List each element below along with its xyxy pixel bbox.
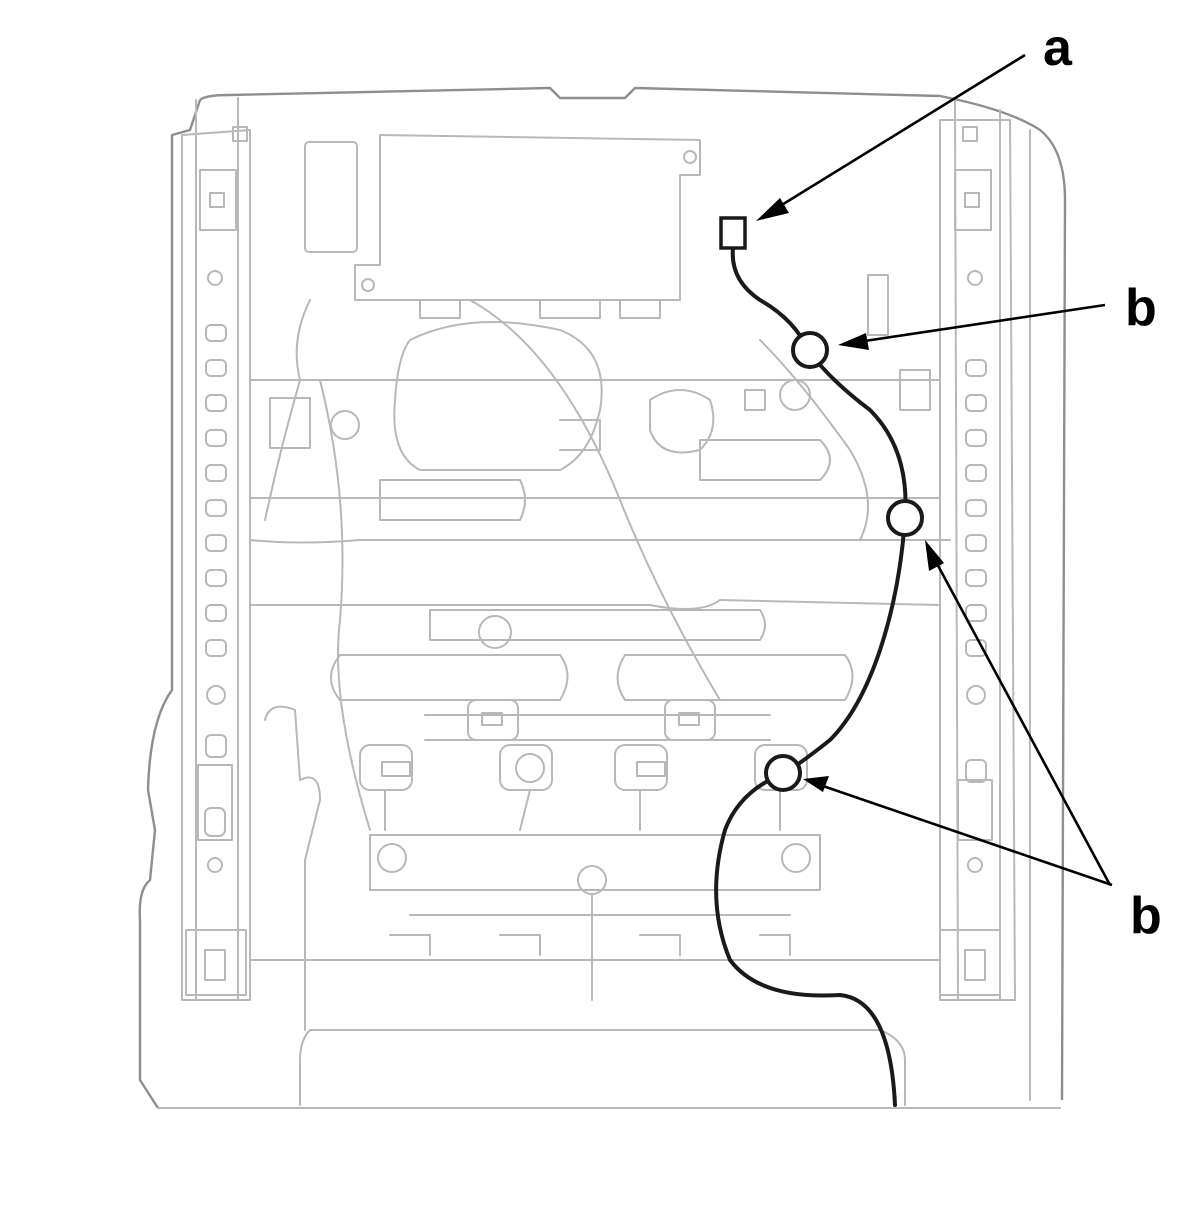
leader-lines (756, 53, 1113, 887)
arrowhead (803, 776, 829, 792)
seat-module-box (304, 134, 701, 319)
arrowhead (756, 198, 789, 221)
harness-clip-icon (764, 754, 802, 792)
left-rail-holes (185, 126, 248, 996)
harness-clip-icon (791, 331, 829, 369)
lumbar-support (249, 599, 941, 831)
harness-clip-icon (886, 499, 924, 537)
lower-cross-member (249, 705, 941, 1106)
wire-harness (714, 216, 924, 1107)
callout-label-a: a (1043, 19, 1073, 77)
upper-cross-member (249, 274, 951, 544)
leader-line-a (771, 53, 1026, 213)
leader-line-b-middle (933, 559, 1112, 886)
leader-line-b-top (857, 303, 1106, 344)
seat-back-frame (138, 86, 1067, 1109)
callout-label-b-top: b (1125, 279, 1157, 337)
callouts: a b b (1043, 19, 1162, 945)
callout-label-b-bottom: b (1130, 887, 1162, 945)
leader-line-b-bottom (822, 784, 1113, 887)
right-rail-holes (939, 126, 1001, 996)
harness-connector-icon (719, 216, 747, 250)
arrowhead (838, 333, 869, 350)
harness-cable (714, 246, 908, 1107)
arrowhead (925, 540, 944, 571)
